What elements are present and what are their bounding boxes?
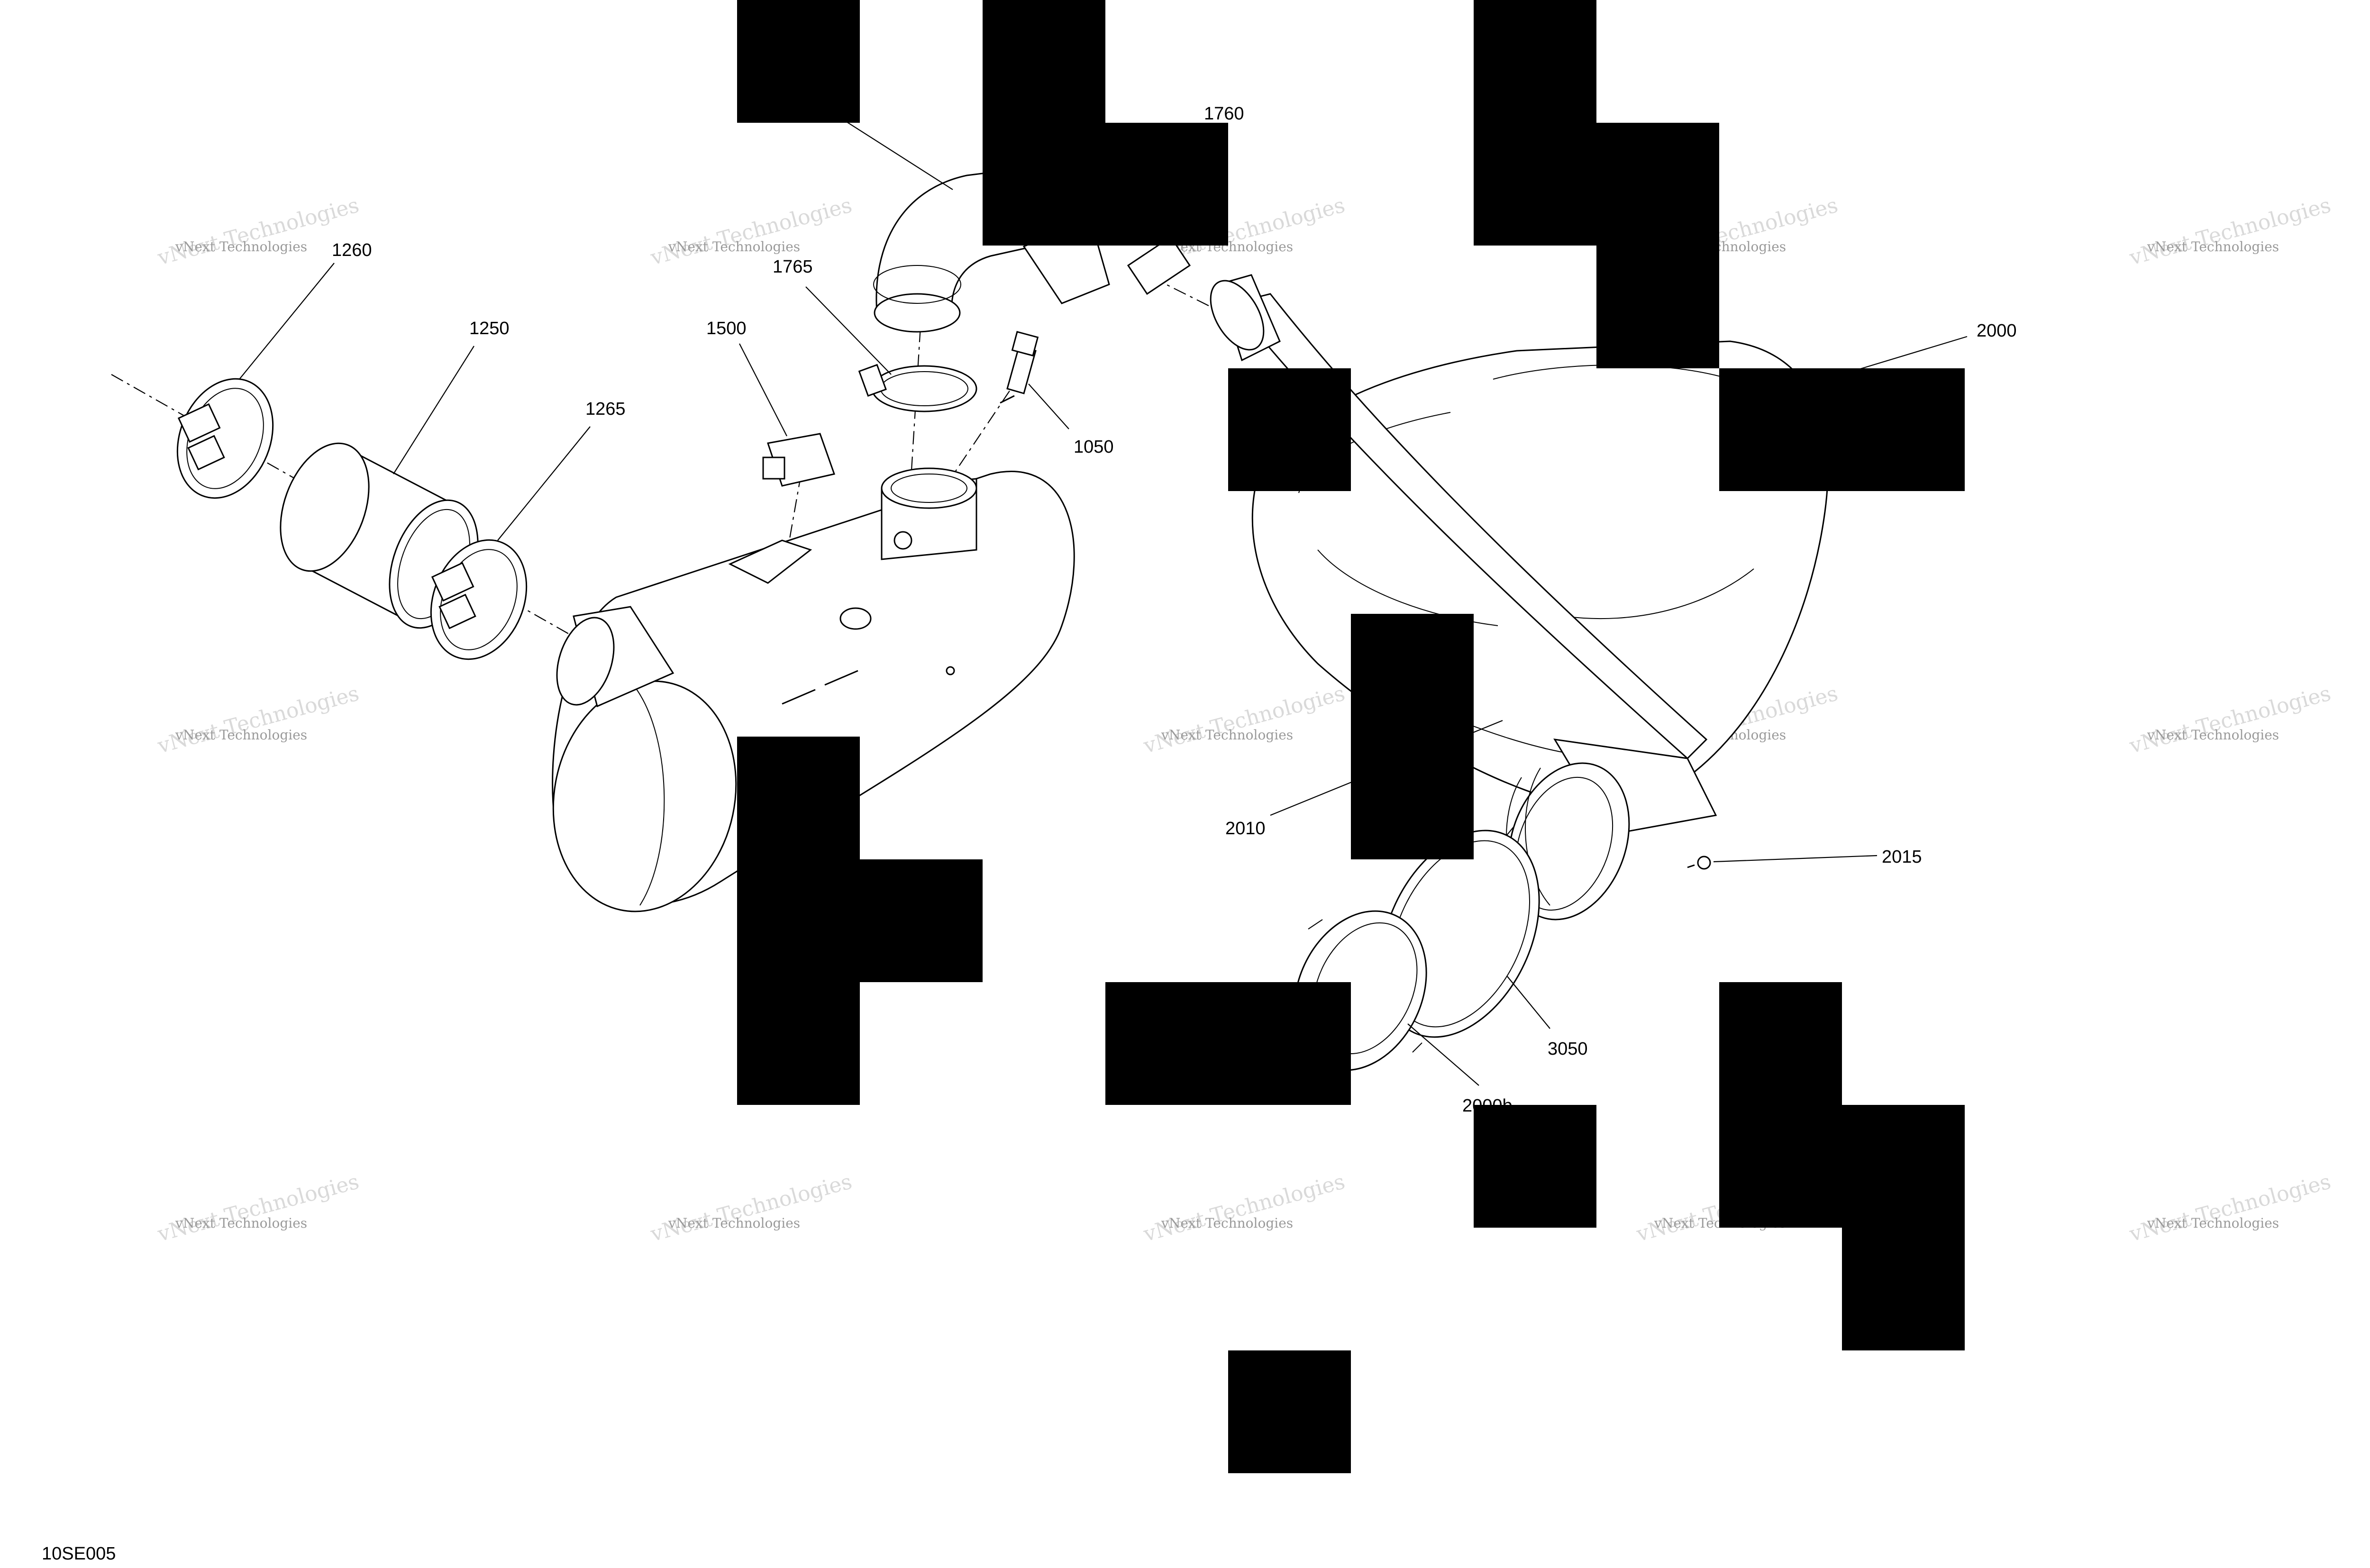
callout-2015: 2015 (1882, 847, 1922, 867)
watermark-line1: vNext Technologies (1161, 1215, 1293, 1231)
callout-1050: 1050 (1074, 437, 1114, 457)
watermark-line1: vNext Technologies (175, 727, 307, 743)
part-2010-threaded-outlet (1506, 762, 1630, 921)
leader-1765 (805, 286, 892, 375)
redaction-block (1719, 982, 1965, 1350)
part-1050-temp-sensor (1000, 331, 1039, 404)
leader-1500 (739, 343, 787, 437)
redaction-block (737, 737, 983, 1105)
callout-1760: 1760 (1204, 104, 1244, 124)
watermark-line2: vNext Technologies (647, 1169, 854, 1247)
watermark: vNext Technologies vNext Technologies (155, 1169, 361, 1247)
part-1250-sleeve (280, 442, 479, 629)
watermark: vNext Technologies vNext Technologies (155, 193, 361, 270)
part-1765-clamp (858, 364, 977, 412)
watermark: vNext Technologies vNext Technologies (155, 681, 361, 758)
part-2000-silencer (1210, 274, 1829, 835)
part-1260-clamp (176, 378, 274, 499)
callout-3050: 3050 (1548, 1039, 1588, 1059)
redaction-block (983, 0, 1228, 246)
part-muffler (552, 467, 1075, 912)
callout-1500: 1500 (706, 319, 747, 338)
leader-1265 (497, 426, 591, 541)
watermark-line2: vNext Technologies (2126, 193, 2333, 270)
axis-inlet-pipe (904, 303, 923, 569)
watermark-line2: vNext Technologies (155, 681, 361, 758)
part-1265-clamp (430, 539, 528, 660)
watermark-line1: vNext Technologies (2147, 239, 2279, 255)
watermark: vNext Technologies vNext Technologies (1140, 681, 1347, 758)
watermark-line2: vNext Technologies (2126, 1169, 2333, 1247)
watermark-line2: vNext Technologies (155, 1169, 361, 1247)
callout-1765: 1765 (773, 257, 813, 277)
watermark: vNext Technologies vNext Technologies (1140, 1169, 1347, 1247)
part-2015-bolt (1687, 856, 1711, 870)
redaction-block (1228, 1350, 1351, 1473)
callout-1260: 1260 (332, 240, 372, 260)
watermark-line1: vNext Technologies (668, 239, 800, 255)
watermark-line2: vNext Technologies (2126, 681, 2333, 758)
watermark-line2: vNext Technologies (1140, 1169, 1347, 1247)
watermark-line1: vNext Technologies (2147, 727, 2279, 743)
leader-1260 (239, 263, 335, 380)
watermark-line1: vNext Technologies (668, 1215, 800, 1231)
redaction-block (1474, 1105, 1596, 1228)
leader-1250 (393, 346, 474, 474)
watermark-line1: vNext Technologies (2147, 1215, 2279, 1231)
redaction-blocks (737, 0, 1965, 1473)
redaction-block (737, 0, 860, 123)
watermark-line2: vNext Technologies (1140, 681, 1347, 758)
leader-3050 (1507, 976, 1550, 1029)
redaction-block (1351, 614, 1474, 859)
leader-2000b (1407, 1023, 1479, 1086)
part-1500-sensor (762, 433, 835, 487)
watermark-line1: vNext Technologies (1161, 727, 1293, 743)
watermark-line1: vNext Technologies (175, 1215, 307, 1231)
watermark: vNext Technologies vNext Technologies (2126, 1169, 2333, 1247)
redaction-block (1719, 368, 1965, 491)
redaction-block (1474, 0, 1719, 368)
callout-1265: 1265 (585, 399, 626, 419)
watermark-line2: vNext Technologies (155, 193, 361, 270)
leader-1760 (841, 118, 953, 190)
watermark-line1: vNext Technologies (175, 239, 307, 255)
figure-code: 10SE005 (42, 1544, 116, 1564)
callout-1250: 1250 (469, 319, 510, 338)
leader-lines (239, 118, 1968, 1086)
leader-2015 (1713, 855, 1878, 863)
redaction-block (1105, 982, 1351, 1105)
watermark-line2: vNext Technologies (647, 193, 854, 270)
watermark: vNext Technologies vNext Technologies (647, 193, 854, 270)
watermark: vNext Technologies vNext Technologies (2126, 681, 2333, 758)
watermark: vNext Technologies vNext Technologies (2126, 193, 2333, 270)
callout-2000: 2000 (1977, 321, 2017, 341)
watermark: vNext Technologies vNext Technologies (647, 1169, 854, 1247)
callout-2010: 2010 (1225, 819, 1266, 839)
leader-1050 (1028, 383, 1069, 429)
redaction-block (1228, 368, 1351, 491)
